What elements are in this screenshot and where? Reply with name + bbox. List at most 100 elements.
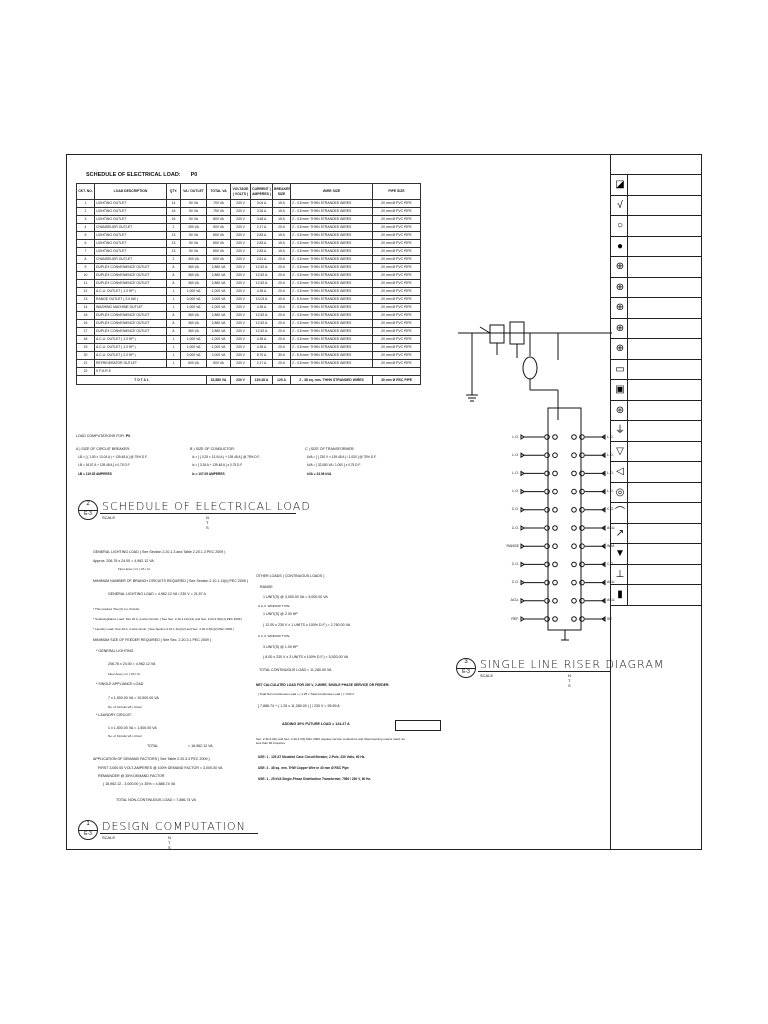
table-cell: DUPLEX CONVENIENCE OUTLET	[94, 271, 167, 280]
table-cell: 20 mm Ø PVC PIPE	[372, 231, 421, 240]
callout-scale: SCALE	[102, 515, 116, 520]
use-transformer: USE: 1 - 25 kVA Single-Phase Distributio…	[258, 777, 371, 781]
table-cell: 2 - 3.5 mm² THHN STRANDED WIRES	[290, 263, 373, 272]
table-cell: 20 mm Ø PVC PIPE	[372, 335, 421, 344]
riser-label-right: ACU.	[607, 525, 616, 530]
table-cell: A.C.U. OUTLET ( 1.0 HP )	[94, 335, 167, 344]
table-cell: WASHING MACHINE OUTLET	[94, 303, 167, 312]
table-cell: 1,000 VA	[180, 303, 207, 312]
riser-label-right: L.O.	[607, 434, 614, 439]
table-cell: 9	[76, 263, 95, 272]
table-cell: 2,880 VA	[206, 311, 231, 320]
note-2: * Small Appliance Load: Two 20 A, 2-wire…	[93, 617, 243, 621]
load-comp-heading: LOAD COMPUTATIONS FOR: P0	[76, 434, 131, 438]
table-cell: 4.35 A	[250, 343, 273, 352]
table-cell: 10	[76, 271, 95, 280]
table-cell: 230 V	[230, 263, 251, 272]
light-outlet-icon: ○	[616, 220, 624, 231]
table-cell: 4	[76, 223, 95, 232]
table-cell: 230 V	[230, 207, 251, 216]
table-cell: DUPLEX CONVENIENCE OUTLET	[94, 311, 167, 320]
schedule-title: SCHEDULE OF ELECTRICAL LOAD:P0	[86, 172, 198, 178]
laundry-units: No. of Circuits VA / circuit	[108, 734, 142, 738]
range-label: RANGE	[260, 585, 273, 589]
table-cell: 2	[166, 223, 181, 232]
laundry-line: 1 x 1,500.00 VA = 1,500.00 VA	[108, 726, 157, 730]
callout-nts: N T S	[206, 515, 209, 530]
table-cell: 20 mm Ø PVC PIPE	[372, 239, 421, 248]
table-cell: 12.52 A	[250, 319, 273, 328]
total-amps: 139.48 A	[250, 375, 273, 385]
table-cell: 2,880 VA	[206, 279, 231, 288]
conductor-formula-1: Iᴄ = [ ( 0.25 × 13.04 A ) + 139.48 A ] @…	[192, 455, 260, 459]
table-cell: 3.26 A	[250, 207, 273, 216]
legend-row: ▮	[611, 585, 702, 606]
transformer-size-label: C ) SIZE OF TRANSFORMER:	[305, 447, 355, 451]
table-cell: 2.83 A	[250, 231, 273, 240]
legend-row: ⊥	[611, 564, 702, 585]
riser-label-left: ACU.	[510, 598, 519, 603]
table-cell: 50 VA	[180, 215, 207, 224]
table-cell: DUPLEX CONVENIENCE OUTLET	[94, 319, 167, 328]
table-cell: 13	[166, 247, 181, 256]
callout-sheet: E-3	[84, 511, 92, 517]
table-cell: 3,000 VA	[180, 295, 207, 304]
table-cell: 1,000 VA	[206, 335, 231, 344]
table-cell: 2,880 VA	[206, 271, 231, 280]
table-cell: LIGHTING OUTLET	[94, 239, 167, 248]
net-load-heading: NET CALCULATED LOAD FOR 230 V, 2-WIRE, S…	[256, 683, 390, 687]
table-cell: CHANDELIER OUTLET	[94, 223, 167, 232]
table-cell: 8	[166, 319, 181, 328]
legend-row: ⊛	[611, 400, 702, 421]
table-cell: 500 VA	[206, 359, 231, 368]
table-cell: 4.35 A	[250, 287, 273, 296]
legend-row: ▼	[611, 544, 702, 565]
table-cell: 20 mm Ø PVC PIPE	[372, 223, 421, 232]
legend-row: ⏚	[611, 421, 702, 442]
table-cell: 20 mm Ø PVC PIPE	[372, 303, 421, 312]
gl-line: Approx. 206.76 x 24.00 = 4,962.12 VA	[93, 559, 154, 563]
gen-light-line: 206.76 x 24.00 = 4,962.12 VA	[108, 662, 156, 666]
legend-row: ◪	[611, 175, 702, 196]
total-volts: 230 V	[230, 375, 251, 385]
table-cell: 230 V	[230, 247, 251, 256]
table-cell: 2 - 3.5 mm² THHN STRANDED WIRES	[290, 239, 373, 248]
meter-icon: ▣	[615, 384, 625, 395]
table-cell: 50 VA	[180, 199, 207, 208]
table-cell: 20 mm Ø PVC PIPE	[372, 327, 421, 336]
table-cell: 700 VA	[206, 199, 231, 208]
table-cell: 1,000 VA	[180, 335, 207, 344]
note-1: * This requires Two (2) 4-L Circuits.	[93, 607, 140, 611]
table-cell: 230 V	[230, 279, 251, 288]
table-cell: 360 VA	[180, 327, 207, 336]
col-header: PIPE SIZE	[372, 183, 421, 200]
acu1-calc: ( 12.00 x 230 V x 1 UNITS x 100% D.F.) =…	[263, 623, 351, 627]
table-cell: 230 V	[230, 319, 251, 328]
callout-underline	[478, 671, 610, 672]
table-cell: 12.52 A	[250, 327, 273, 336]
panel-box-icon: ▭	[615, 363, 625, 375]
total-va: 32,880 VA	[206, 375, 231, 385]
use-wire: USE: 2 - 38 sq. mm. THW Copper Wire in 4…	[258, 766, 349, 770]
gen-light-units: Floor Area ( m² ) VA / m²	[108, 672, 141, 676]
table-cell: 230 V	[230, 311, 251, 320]
schedule-table: CKT. NO. LOAD DESCRIPTION QTY. VA / OUTL…	[76, 183, 421, 385]
table-cell: 2 - 5.5 mm² THHN STRANDED WIRES	[290, 295, 373, 304]
callout-scale: SCALE	[102, 835, 116, 840]
table-cell: 7	[76, 247, 95, 256]
table-cell: 2 - 3.5 mm² THHN STRANDED WIRES	[290, 279, 373, 288]
table-cell: 3,000 VA	[206, 295, 231, 304]
cb-size-label: A ) SIZE OF CIRCUIT BREAKER:	[76, 447, 131, 451]
table-cell: 19	[76, 343, 95, 352]
table-cell: 8	[166, 279, 181, 288]
demand-factor-1: FIRST 3,000.00 VOLT-AMPERES @ 100% DEMAN…	[98, 766, 223, 770]
table-cell: 1	[166, 287, 181, 296]
table-cell: LIGHTING OUTLET	[94, 207, 167, 216]
